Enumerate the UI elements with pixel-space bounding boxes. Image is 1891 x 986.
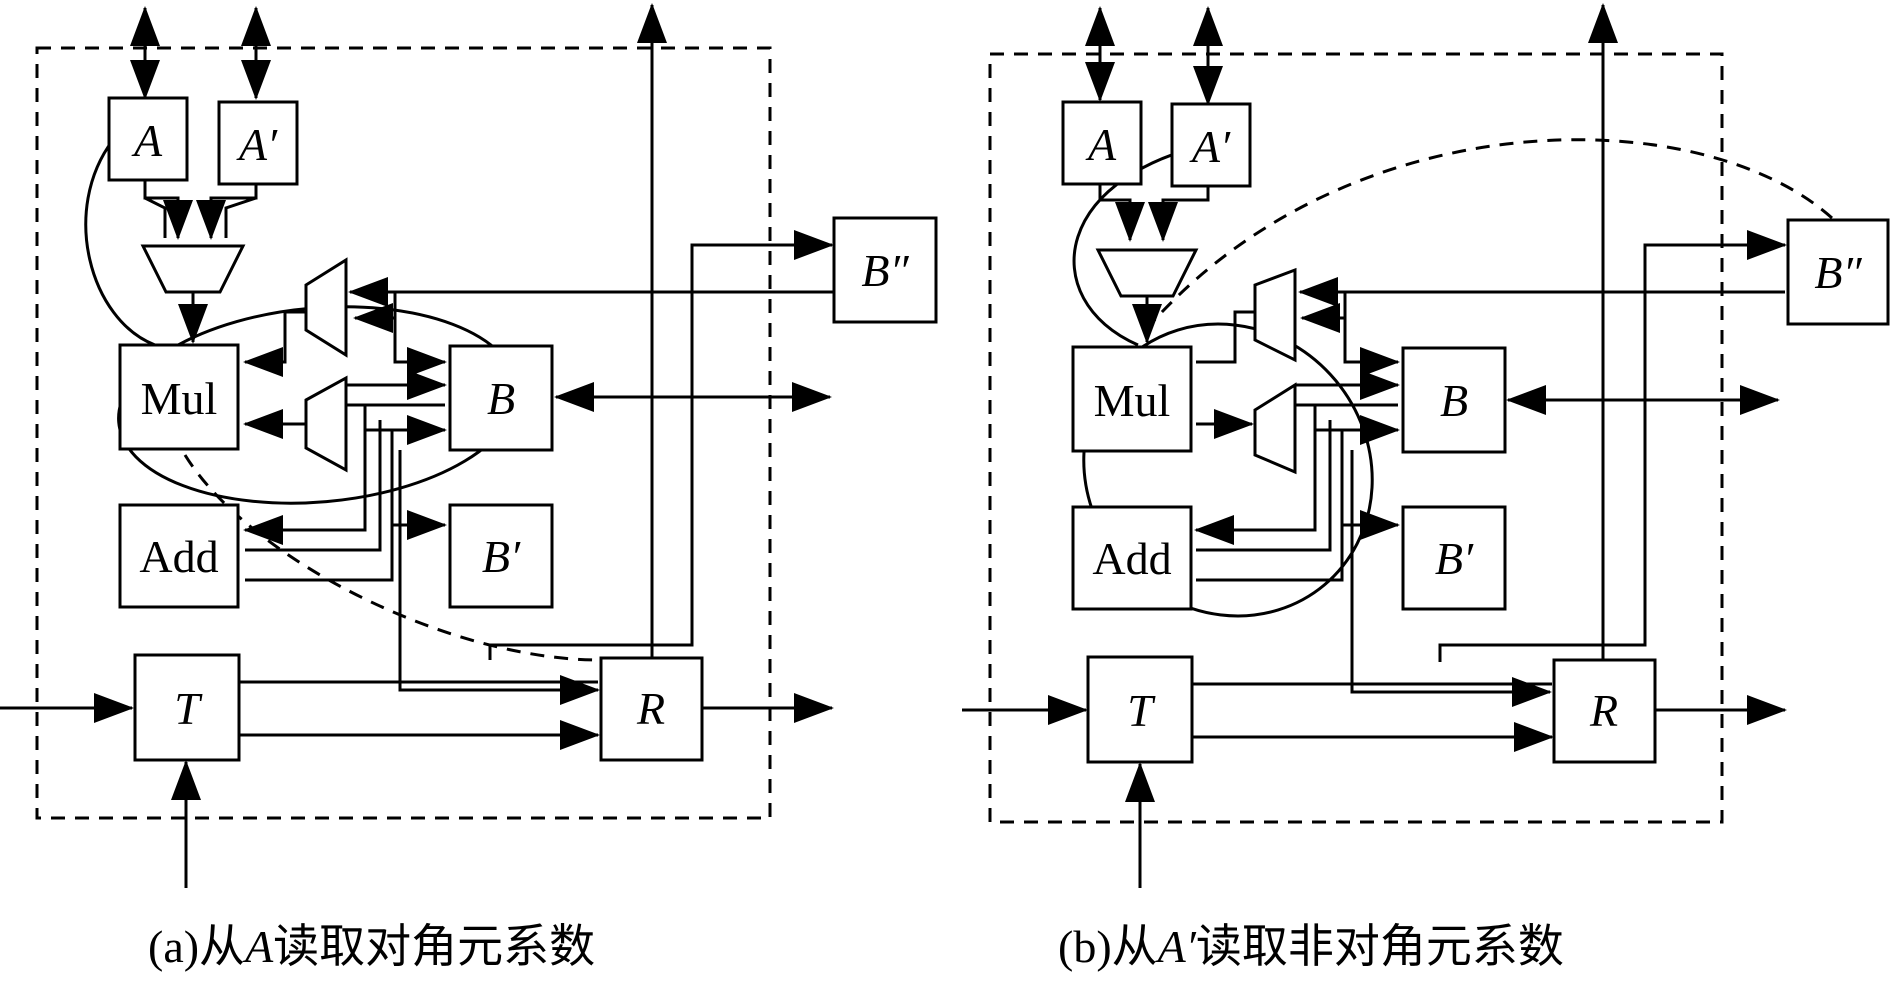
label-b-double-prime: B″ [1814, 247, 1862, 298]
mux-upper [1253, 267, 1297, 363]
label-r: R [636, 683, 665, 734]
loop-a-to-mul [84, 139, 156, 347]
block-b-double-prime [1786, 218, 1890, 326]
bus-to-add [243, 405, 367, 545]
label-a: A [1085, 119, 1117, 170]
block-b-double-prime [832, 216, 938, 324]
bus-to-r [398, 450, 600, 705]
label-add: Add [139, 531, 218, 582]
block-b [1401, 346, 1507, 454]
panel-a: A A′ Mul B B″ Add B′ T R (a)从A读取对角元系数 [0, 3, 938, 972]
bus-to-b [1313, 405, 1400, 445]
block-t [1086, 655, 1194, 764]
caption-b: (b)从A′读取非对角元系数 [1058, 921, 1564, 972]
label-b: B [487, 373, 515, 424]
panel-b: A A′ Mul B B″ Add B′ T R (b)从A′读取非对角元系数 [962, 3, 1890, 972]
mux-upper-to-mul [1196, 310, 1255, 364]
block-a-prime [217, 100, 299, 186]
label-t: T [174, 683, 203, 734]
block-b-prime [448, 503, 554, 609]
a-to-sel [143, 178, 193, 240]
add-to-bus [245, 430, 394, 582]
block-b-prime [1401, 505, 1507, 611]
label-b-prime: B′ [482, 531, 521, 582]
block-a [1061, 100, 1143, 186]
block-mul [1071, 345, 1193, 453]
mux-lower [1253, 382, 1297, 475]
bus-to-b [363, 405, 447, 445]
mux-upper [304, 257, 348, 358]
block-add [1071, 505, 1193, 611]
selector-mux [140, 244, 246, 294]
label-a-prime: A′ [236, 119, 278, 170]
label-mul: Mul [141, 373, 218, 424]
block-a-prime [1170, 102, 1252, 188]
dashed-bdd-to-mul [1148, 138, 1833, 326]
b-to-mux-upper [1300, 303, 1347, 362]
mux-lower [304, 375, 348, 473]
aprime-to-sel [196, 182, 258, 240]
block-r [599, 656, 704, 762]
add-to-bus [1196, 430, 1344, 582]
mux-to-b [393, 292, 447, 377]
bus-to-add [1194, 405, 1317, 545]
label-add: Add [1092, 533, 1171, 584]
a-to-sel-b [144, 196, 167, 238]
loop-aprime-to-mul [1072, 138, 1231, 347]
label-b: B [1440, 375, 1468, 426]
chip-boundary [988, 52, 1724, 824]
label-t: T [1127, 685, 1156, 736]
aprime-to-sel-b [224, 196, 257, 238]
r-to-bdd [1438, 230, 1787, 662]
block-b [448, 344, 554, 452]
mux-upper-to-mul [243, 310, 306, 377]
mux-to-b [1343, 292, 1400, 377]
r-to-bdd [488, 230, 834, 660]
block-add [118, 503, 240, 609]
aprime-to-sel [1148, 186, 1210, 242]
block-mul [118, 343, 240, 451]
a-to-sel [1098, 184, 1145, 242]
bus-to-add-2 [245, 420, 382, 552]
block-a [107, 96, 189, 182]
caption-a: (a)从A读取对角元系数 [148, 921, 595, 972]
dashed-mul-to-r [183, 454, 601, 662]
label-b-double-prime: B″ [861, 245, 909, 296]
block-t [133, 653, 241, 762]
label-b-prime: B′ [1435, 533, 1474, 584]
bus-to-add-2 [1196, 420, 1332, 552]
b-to-mux-upper [353, 303, 397, 362]
block-r [1552, 658, 1657, 764]
label-a-prime: A′ [1189, 121, 1231, 172]
label-mul: Mul [1094, 375, 1171, 426]
chip-boundary [35, 46, 772, 820]
bus-to-r [1350, 450, 1552, 707]
label-r: R [1589, 685, 1618, 736]
mul-b-ellipse [1082, 322, 1374, 618]
selector-mux [1095, 248, 1199, 298]
label-a: A [131, 115, 163, 166]
